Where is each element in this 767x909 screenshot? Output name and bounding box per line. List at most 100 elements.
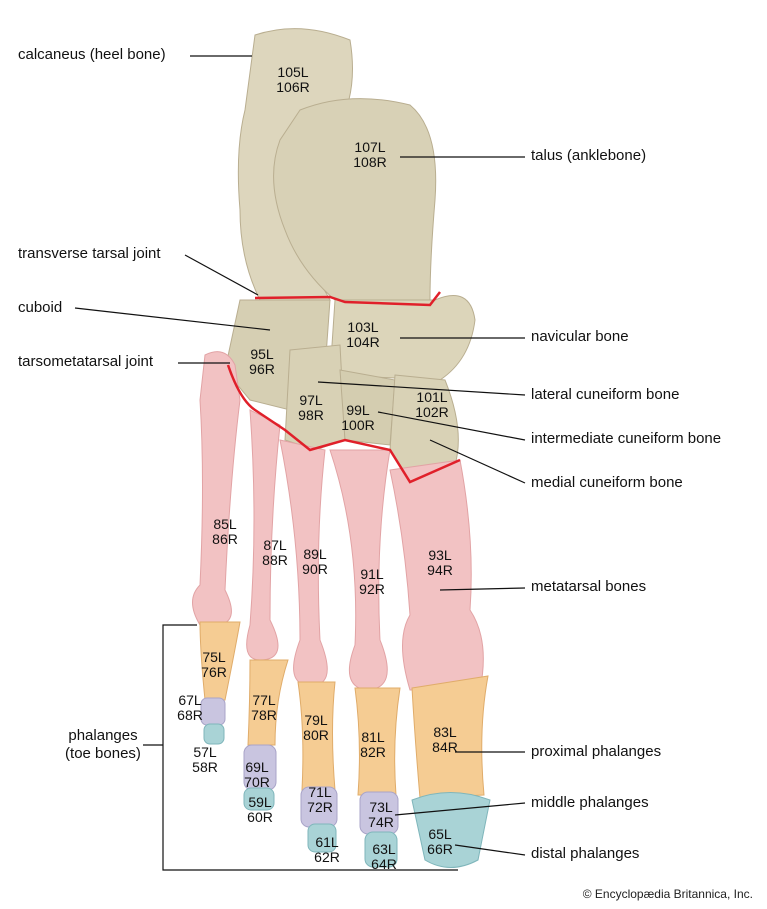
callout-phalanges: phalanges (toe bones) [60,727,146,763]
metatarsal-5 [192,351,241,626]
callout-cuboid: cuboid [18,299,63,316]
leader-lines [74,55,526,871]
right-foot-number: 80R [303,727,329,743]
right-foot-number: 76R [201,664,227,680]
right-foot-number: 100R [341,417,375,433]
left-foot-number: 81L [361,729,385,745]
distal-phalanx-4 [243,787,275,811]
left-foot-number: 87L [263,537,287,553]
phalanges-label: phalanges [68,727,138,744]
callout-navicular: navicular bone [531,328,629,345]
callout-metatarsal: metatarsal bones [531,578,647,595]
right-foot-number: 104R [346,334,380,350]
left-foot-number: 107L [354,139,386,155]
left-foot-number: 103L [347,319,379,335]
distal-phalanx-3 [307,823,337,853]
transverse-tarsal-joint-line [254,291,441,307]
right-foot-number: 82R [360,744,386,760]
talus-bone [273,98,437,301]
right-foot-number: 92R [359,581,385,597]
right-foot-number: 98R [298,407,324,423]
right-foot-number: 66R [427,841,453,857]
left-foot-number: 65L [428,826,452,842]
callout-middle-phalanges: middle phalanges [531,794,649,811]
left-foot-number: 61L [315,834,339,850]
right-foot-number: 72R [307,799,333,815]
right-foot-number: 102R [415,404,449,420]
callout-lateral-cuneiform: lateral cuneiform bone [531,386,680,403]
left-foot-number: 79L [304,712,328,728]
left-foot-number: 91L [360,566,384,582]
tarsometatarsal-joint-line [226,364,461,484]
copyright-credit: © Encyclopædia Britannica, Inc. [582,887,753,901]
right-foot-number: 90R [302,561,328,577]
left-foot-number: 57L [193,744,217,760]
right-foot-number: 78R [251,707,277,723]
right-foot-number: 60R [247,809,273,825]
right-foot-number: 84R [432,739,458,755]
left-foot-number: 77L [252,692,276,708]
proximal-phalanx-5 [199,621,241,701]
right-foot-number: 64R [371,856,397,872]
callout-medial-cuneiform: medial cuneiform bone [531,474,683,491]
left-foot-number: 89L [303,546,327,562]
left-foot-number: 69L [245,759,269,775]
left-foot-number: 93L [428,547,452,563]
right-foot-number: 106R [276,79,310,95]
metatarsal-4 [246,409,281,661]
callout-calcaneus: calcaneus (heel bone) [18,46,166,63]
left-foot-number: 59L [248,794,272,810]
proximal-phalanx-4 [247,659,289,746]
proximal-phalanx-1 [411,675,489,799]
right-foot-number: 62R [314,849,340,865]
right-foot-number: 86R [212,531,238,547]
right-foot-number: 68R [177,707,203,723]
callout-distal-phalanges: distal phalanges [531,845,640,862]
left-foot-number: 75L [202,649,226,665]
right-foot-number: 74R [368,814,394,830]
left-foot-number: 99L [346,402,370,418]
joint-lines [226,291,461,484]
left-foot-number: 83L [433,724,457,740]
distal-phalanx-5 [203,723,225,745]
left-foot-number: 73L [369,799,393,815]
right-foot-number: 108R [353,154,387,170]
left-foot-number: 71L [308,784,332,800]
right-foot-number: 96R [249,361,275,377]
left-foot-number: 85L [213,516,237,532]
left-foot-number: 101L [416,389,448,405]
callout-proximal-phalanges: proximal phalanges [531,743,662,760]
distal-phalanx-2 [364,831,398,868]
right-foot-number: 70R [244,774,270,790]
right-foot-number: 58R [192,759,218,775]
right-foot-number: 94R [427,562,453,578]
middle-phalanx-5 [200,697,226,726]
left-foot-number: 105L [277,64,309,80]
left-foot-number: 67L [178,692,202,708]
left-foot-number: 97L [299,392,323,408]
toe-bones-label: (toe bones) [65,745,141,762]
